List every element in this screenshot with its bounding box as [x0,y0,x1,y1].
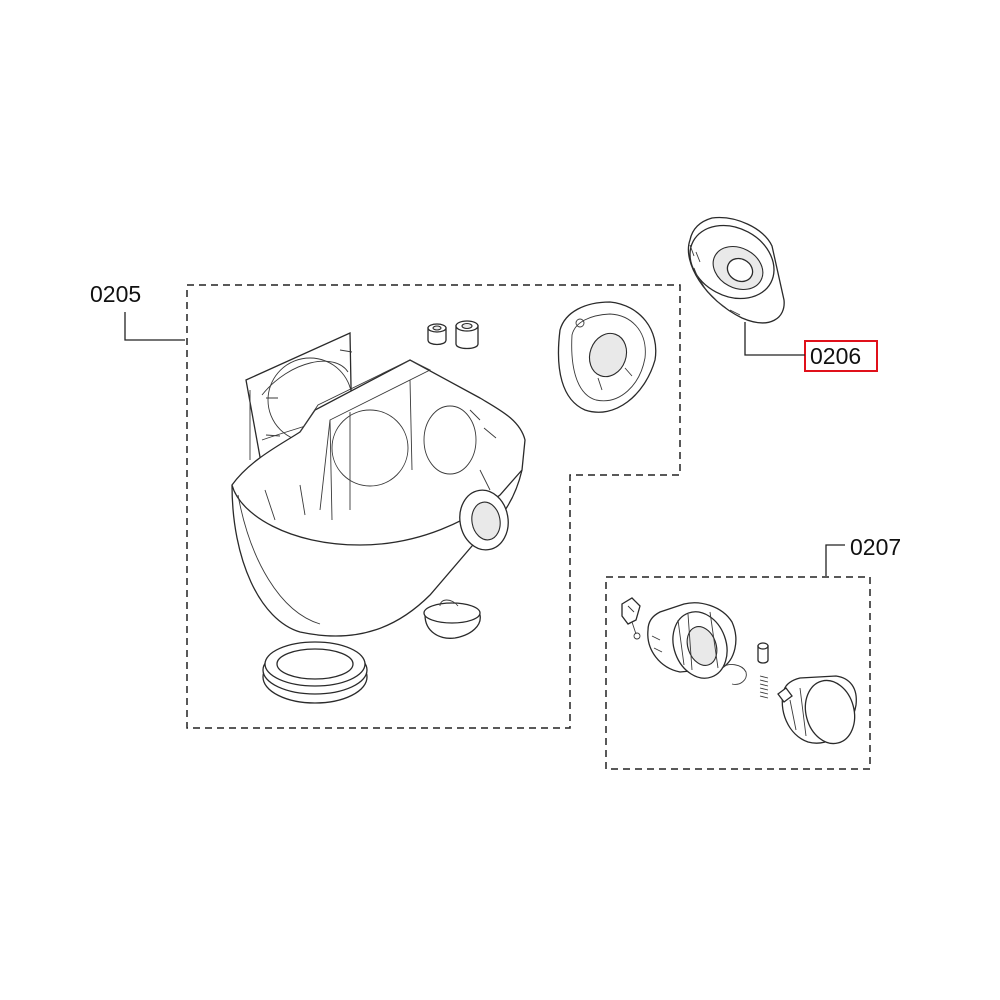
callout-0206-highlight [804,340,878,372]
callout-0205[interactable]: 0205 [90,281,141,307]
callout-0206[interactable]: 0206 [810,343,861,369]
front-cover-part[interactable] [557,301,657,413]
main-housing-part[interactable] [231,359,526,637]
group-0205-boundary [186,284,681,729]
spring-coil-part[interactable] [759,675,769,699]
contact-pin-part[interactable] [757,642,769,664]
callout-0207[interactable]: 0207 [850,534,901,560]
leader-0207 [825,544,845,576]
gasket-ring-part[interactable] [262,641,368,704]
clip-bracket-part[interactable] [621,597,641,640]
leader-0206 [744,322,805,356]
control-knob-part[interactable] [777,675,861,749]
spring-clip-part[interactable] [721,664,747,685]
leader-0205 [124,312,185,341]
group-0207-boundary [605,576,871,770]
bushing-large-part[interactable] [455,320,479,350]
fan-assembly-part[interactable] [647,602,737,686]
bushing-small-part[interactable] [427,323,447,346]
dome-cap-part[interactable] [423,599,481,639]
knob-ring-part[interactable] [677,211,787,324]
